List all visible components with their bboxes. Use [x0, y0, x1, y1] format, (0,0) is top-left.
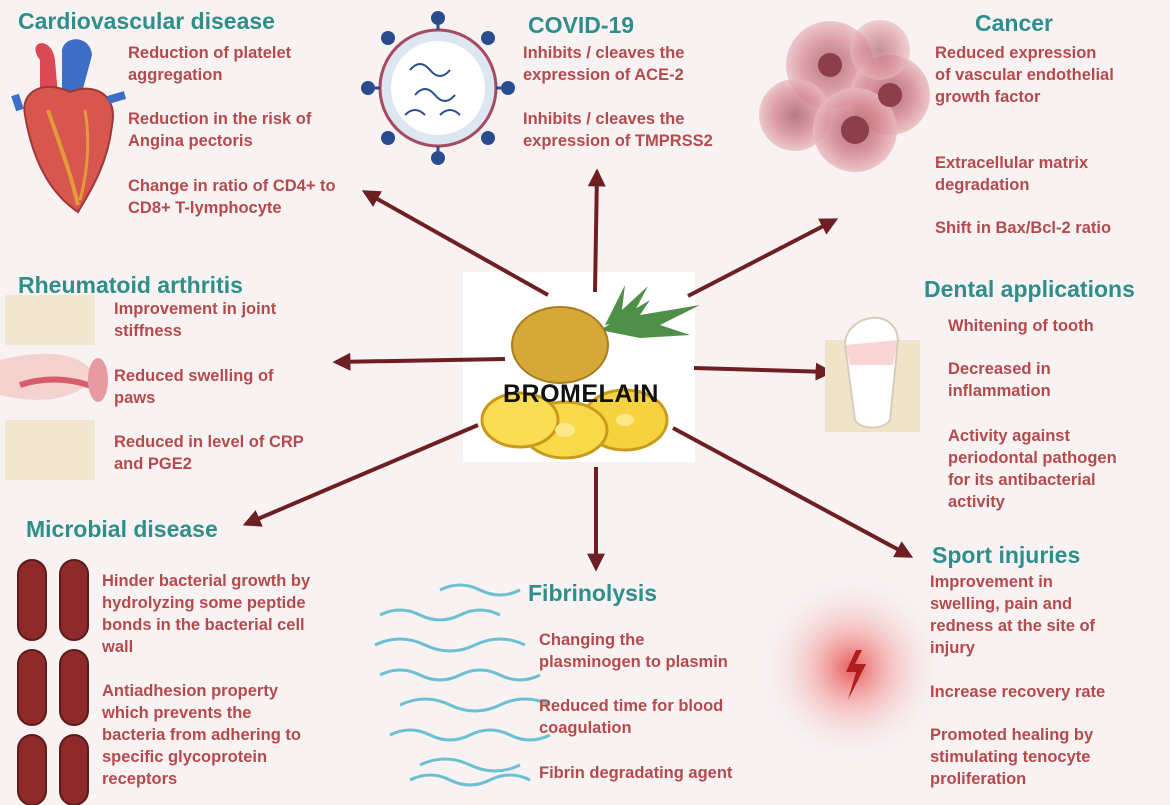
- rheuma-item-3: Reduced in level of CRP and PGE2: [114, 433, 304, 473]
- fibrin-title: Fibrinolysis: [528, 580, 658, 606]
- microbial-item-1: Hinder bacterial growth by hydrolyzing s…: [102, 572, 311, 656]
- covid-title: COVID-19: [528, 12, 635, 38]
- cardio-title: Cardiovascular disease: [18, 8, 275, 34]
- cardio-item-1: Reduction of platelet aggregation: [128, 44, 292, 84]
- sport-item-2: Increase recovery rate: [930, 683, 1106, 701]
- bromelain-label: BROMELAIN: [503, 380, 659, 408]
- dental-item-3: Activity against periodontal pathogen fo…: [948, 427, 1117, 511]
- fibrin-item-1: Changing the plasminogen to plasmin: [539, 631, 728, 671]
- covid-item-1: Inhibits / cleaves the expression of ACE…: [523, 44, 685, 84]
- rheuma-title: Rheumatoid arthritis: [18, 272, 243, 298]
- cancer-item-1: Reduced expression of vascular endotheli…: [935, 44, 1114, 106]
- dental-item-2: Decreased in inflammation: [948, 360, 1051, 400]
- pineapple-icon: [480, 285, 700, 460]
- cancer-item-3: Shift in Bax/Bcl-2 ratio: [935, 219, 1112, 237]
- arrow-cancer: [687, 218, 839, 298]
- sport-item-3: Promoted healing by stimulating tenocyte…: [930, 726, 1094, 788]
- sport-title: Sport injuries: [932, 542, 1081, 568]
- covid-item-2: Inhibits / cleaves the expression of TMP…: [523, 110, 713, 150]
- tooth-icon: [825, 316, 920, 432]
- dental-item-1: Whitening of tooth: [948, 317, 1094, 335]
- sport-item-1: Improvement in swelling, pain and rednes…: [930, 573, 1096, 657]
- arrow-covid: [587, 168, 606, 293]
- cancer-cells-icon: [759, 20, 930, 172]
- heart-icon: [11, 39, 127, 214]
- microbial-item-2: Antiadhesion property which prevents the…: [102, 682, 301, 788]
- fibrin-item-2: Reduced time for blood coagulation: [539, 697, 724, 737]
- arrow-rheuma: [332, 352, 506, 371]
- arrow-sport: [672, 426, 914, 558]
- arrows: [242, 168, 914, 572]
- arrow-dental: [693, 362, 834, 381]
- virus-icon: [361, 11, 515, 165]
- cardio-item-2: Reduction in the risk of Angina pectoris: [128, 110, 312, 150]
- bacteria-icon: [17, 559, 89, 805]
- joint-icon: [0, 295, 108, 480]
- arrow-cardio: [361, 190, 549, 297]
- microbial-title: Microbial disease: [26, 516, 218, 542]
- fibrin-item-3: Fibrin degradating agent: [539, 764, 733, 782]
- rheuma-item-2: Reduced swelling of paws: [114, 367, 274, 407]
- cancer-item-2: Extracellular matrix degradation: [935, 154, 1089, 194]
- dental-title: Dental applications: [924, 276, 1135, 302]
- rheuma-item-1: Improvement in joint stiffness: [114, 300, 277, 340]
- arrow-microbial: [242, 423, 479, 527]
- fibrin-strands-icon: [374, 583, 551, 787]
- cancer-title: Cancer: [975, 10, 1053, 36]
- injury-icon: [757, 573, 947, 763]
- cardio-item-3: Change in ratio of CD4+ to CD8+ T-lympho…: [128, 177, 336, 217]
